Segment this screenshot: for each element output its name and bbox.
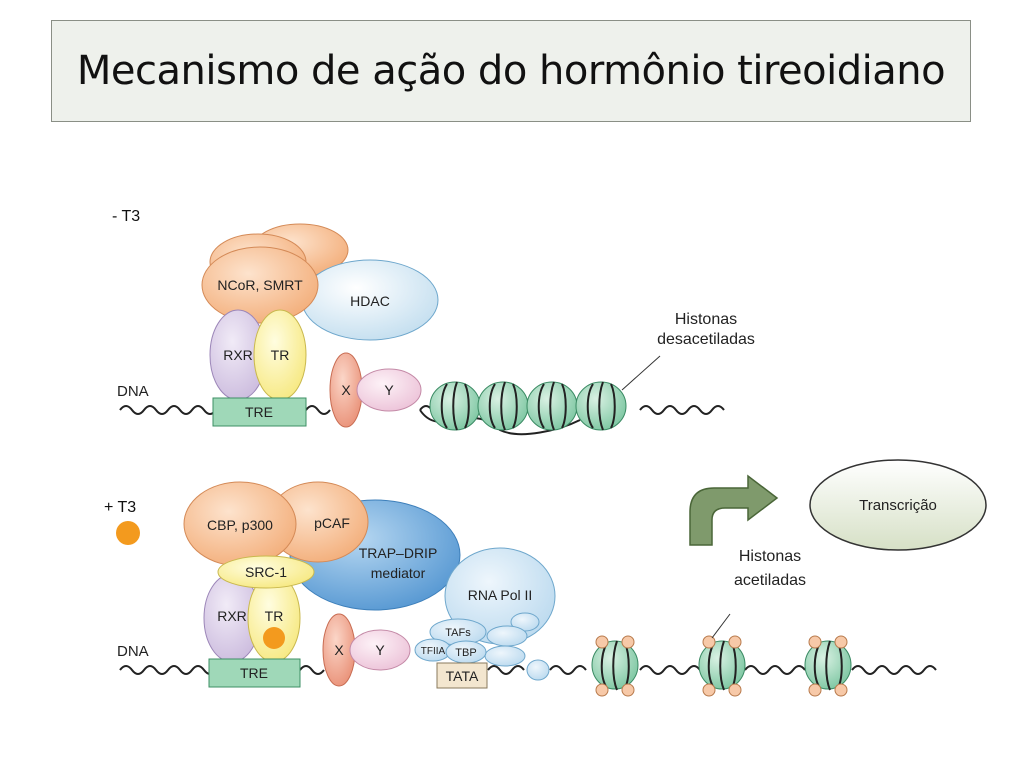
acetylated-label-line2: acetiladas bbox=[734, 572, 806, 589]
top-histone bbox=[527, 382, 577, 430]
gtf-blob bbox=[487, 626, 527, 646]
rna-pol-label: RNA Pol II bbox=[468, 587, 533, 603]
bottom-dna-label: DNA bbox=[117, 643, 149, 660]
bottom-histones bbox=[592, 636, 851, 696]
mediator-label: mediator bbox=[371, 565, 426, 581]
bottom-y-label: Y bbox=[375, 642, 385, 658]
top-x-label: X bbox=[341, 382, 351, 398]
bottom-histone-pointer bbox=[712, 614, 730, 638]
bottom-x-label: X bbox=[334, 642, 344, 658]
top-rxr-label: RXR bbox=[223, 347, 253, 363]
bottom-rxr-label: RXR bbox=[217, 608, 247, 624]
bottom-tr-label: TR bbox=[265, 608, 284, 624]
pcaf-label: pCAF bbox=[314, 515, 350, 531]
cbp-p300-label: CBP, p300 bbox=[207, 517, 273, 533]
deacetylated-label-line1: Histonas bbox=[675, 311, 737, 328]
top-histones bbox=[430, 382, 626, 430]
ncor-smrt-label: NCoR, SMRT bbox=[217, 277, 303, 293]
tafs-label: TAFs bbox=[445, 627, 471, 639]
tfiia-label: TFIIA bbox=[421, 646, 446, 657]
bottom-tre-label: TRE bbox=[240, 665, 268, 681]
trap-drip-label: TRAP–DRIP bbox=[359, 545, 438, 561]
top-y-label: Y bbox=[384, 382, 394, 398]
top-histone bbox=[576, 382, 626, 430]
src1-label: SRC-1 bbox=[245, 564, 287, 580]
hdac-label: HDAC bbox=[350, 293, 390, 309]
gtf-blob bbox=[485, 646, 525, 666]
top-panel: DNA HDAC NCoR, SMRT RXR TR TRE X Y bbox=[117, 224, 755, 434]
top-tre-label: TRE bbox=[245, 404, 273, 420]
small-blue-blob bbox=[527, 660, 549, 680]
top-tr-label: TR bbox=[271, 347, 290, 363]
transcription-label: Transcrição bbox=[859, 497, 937, 514]
top-histone bbox=[430, 382, 480, 430]
transcription-arrow bbox=[690, 476, 777, 545]
tata-label: TATA bbox=[446, 668, 479, 684]
tbp-label: TBP bbox=[455, 647, 476, 659]
free-t3-hormone bbox=[116, 521, 140, 545]
top-histone bbox=[478, 382, 528, 430]
bound-t3-hormone bbox=[263, 627, 285, 649]
acetylated-histone bbox=[592, 636, 638, 696]
top-histone-pointer bbox=[622, 356, 660, 390]
deacetylated-label-line2: desacetiladas bbox=[657, 331, 755, 348]
top-dna-label: DNA bbox=[117, 383, 149, 400]
acetylated-label-line1: Histonas bbox=[739, 548, 801, 565]
acetylated-histone bbox=[699, 636, 745, 696]
acetylated-histone bbox=[805, 636, 851, 696]
